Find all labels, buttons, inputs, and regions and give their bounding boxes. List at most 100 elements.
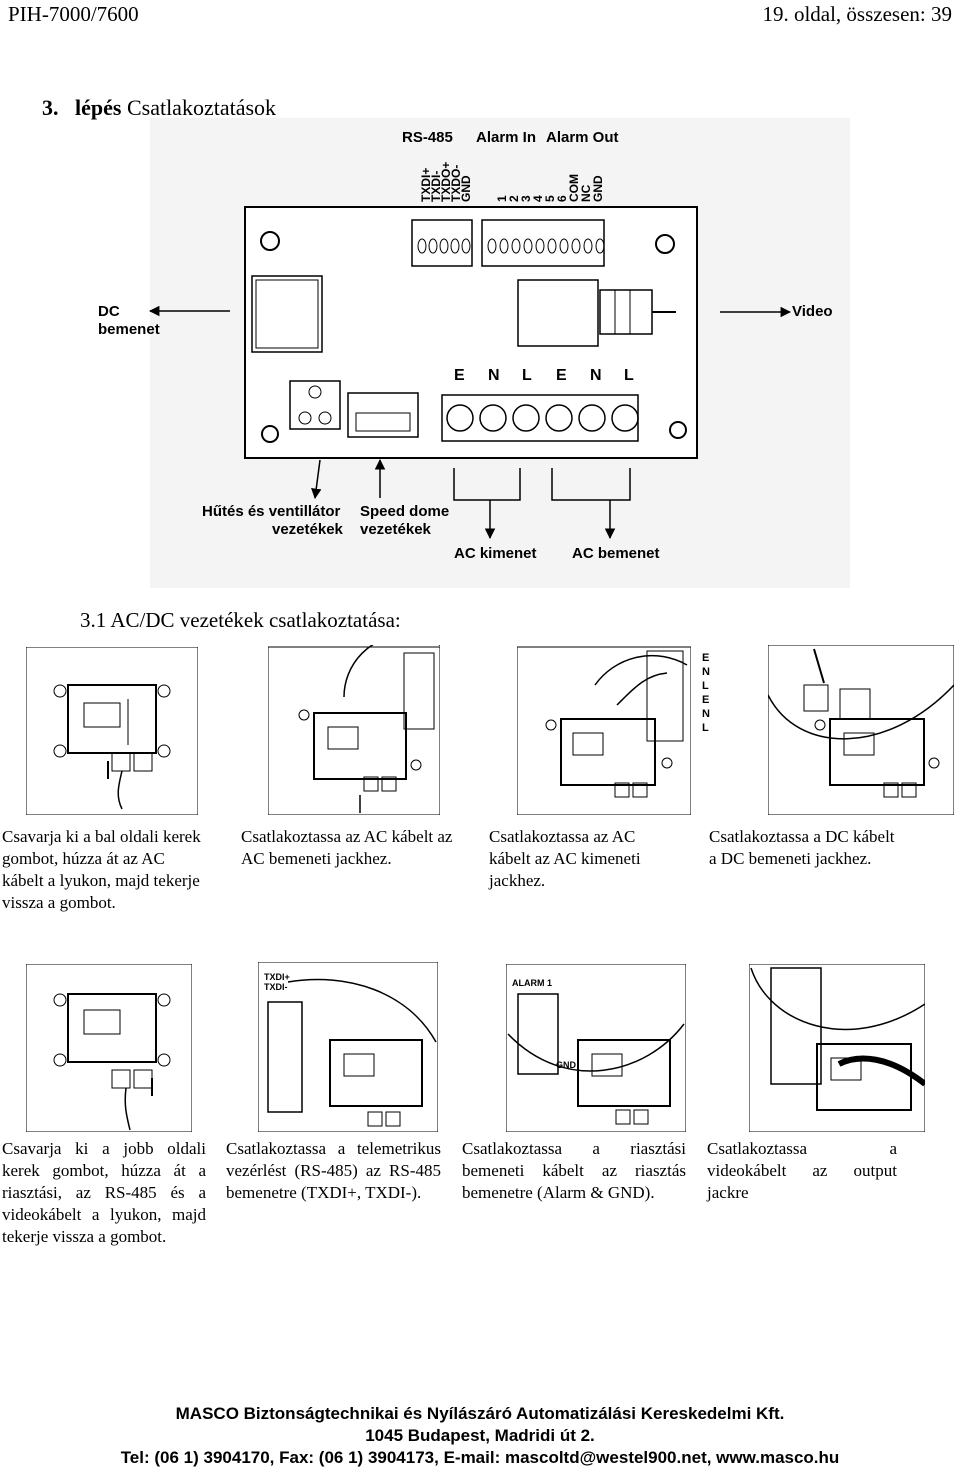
caption-1-4: Csatlakoztassa a DC kábelt a DC bemeneti… bbox=[709, 827, 895, 868]
power-terminal-letter: N bbox=[488, 367, 500, 384]
fan-connector bbox=[289, 380, 341, 430]
power-terminal-letter: L bbox=[522, 367, 532, 384]
mount-hole-icon bbox=[669, 421, 687, 439]
pin-label: TXDI+ bbox=[419, 168, 433, 202]
footer-contact: Tel: (06 1) 3904170, Fax: (06 1) 3904173… bbox=[120, 1448, 840, 1467]
pin-label: GND bbox=[591, 175, 605, 202]
pin-label: TXDI- bbox=[429, 171, 443, 202]
mount-hole-icon bbox=[260, 231, 280, 251]
terminal-letter: N bbox=[702, 708, 710, 720]
step-title-rest: Csatlakoztatások bbox=[126, 95, 277, 120]
terminal-letter: L bbox=[702, 722, 709, 734]
photo-alarm: ALARM 1 GND bbox=[506, 964, 686, 1132]
terminal-screw-icon bbox=[559, 238, 569, 254]
dome-connector bbox=[347, 392, 419, 438]
step-title-bold: lépés bbox=[75, 95, 122, 120]
photo-dc-input bbox=[768, 645, 954, 815]
power-terminal-screw-icon bbox=[479, 404, 507, 432]
document-id: PIH-7000/7600 bbox=[8, 2, 139, 26]
mount-hole-icon bbox=[655, 234, 675, 254]
terminal-screw-icon bbox=[417, 238, 427, 254]
photo-ac-output bbox=[517, 646, 691, 815]
pin-label: TXDO- bbox=[449, 165, 463, 202]
board-wiring-diagram: RS-485 Alarm In Alarm Out GNDTXDO-TXDO+T… bbox=[98, 118, 850, 588]
terminal-screw-icon bbox=[535, 238, 545, 254]
fan-label-2: vezetékek bbox=[272, 521, 344, 538]
video-connector-body bbox=[517, 279, 599, 347]
terminal-screw-icon bbox=[595, 238, 605, 254]
terminal-screw-icon bbox=[523, 238, 533, 254]
power-terminal-screw-icon bbox=[446, 404, 474, 432]
gnd-label: GND bbox=[556, 1060, 577, 1070]
dc-input-jack bbox=[251, 275, 323, 353]
terminal-screw-icon bbox=[461, 238, 471, 254]
terminal-screw-icon bbox=[428, 238, 438, 254]
photo-rs485: TXDI+ TXDI- bbox=[258, 962, 438, 1132]
caption-2-3: Csatlakoztassa a riasztási bemeneti kábe… bbox=[462, 1139, 686, 1202]
dome-label-2: vezetékek bbox=[360, 521, 432, 538]
pin-label: 5 bbox=[543, 195, 557, 202]
terminal-letter: L bbox=[702, 680, 709, 692]
terminal-screw-icon bbox=[499, 238, 509, 254]
terminal-screw-icon bbox=[571, 238, 581, 254]
caption-2-2: Csatlakoztassa a telemetrikus vezérlést … bbox=[226, 1139, 441, 1202]
terminal-letter: N bbox=[702, 666, 710, 678]
step-heading: 3. lépés Csatlakoztatások bbox=[42, 95, 276, 121]
section-title: 3.1 AC/DC vezetékek csatlakoztatása: bbox=[80, 608, 401, 632]
rs485-label: RS-485 bbox=[402, 129, 453, 146]
caption-2-4: Csatlakoztassa a videokábelt az output j… bbox=[707, 1139, 897, 1202]
step-number: 3. bbox=[42, 95, 59, 120]
terminal-screw-icon bbox=[487, 238, 497, 254]
power-terminal-screw-icon bbox=[611, 404, 639, 432]
terminal-letter: E bbox=[702, 694, 709, 706]
alarm-1-label: ALARM 1 bbox=[512, 978, 552, 988]
ac-in-label: AC bemenet bbox=[572, 545, 660, 562]
photo-unscrew-left-knob bbox=[26, 647, 198, 815]
terminal-screw-icon bbox=[511, 238, 521, 254]
pin-label: 2 bbox=[507, 195, 521, 202]
dome-label: Speed dome bbox=[360, 503, 449, 520]
alarm-in-label: Alarm In bbox=[476, 129, 536, 146]
pin-label: GND bbox=[459, 175, 473, 202]
photo-unscrew-right-knob bbox=[26, 964, 192, 1132]
pin-label: TXDO+ bbox=[439, 162, 453, 202]
video-label: Video bbox=[792, 303, 833, 320]
txdi-minus-label: TXDI- bbox=[264, 982, 288, 992]
page-info: 19. oldal, összesen: 39 bbox=[762, 2, 952, 26]
photo-video-output bbox=[749, 964, 925, 1132]
mount-hole-icon bbox=[261, 425, 279, 443]
pin-label: 6 bbox=[555, 195, 569, 202]
power-terminal-letter: E bbox=[454, 367, 465, 384]
fan-arrow-icon bbox=[311, 459, 322, 500]
terminal-screw-icon bbox=[583, 238, 593, 254]
footer-company: MASCO Biztonságtechnikai és Nyílászáró A… bbox=[175, 1404, 785, 1423]
terminal-screw-icon bbox=[450, 238, 460, 254]
alarm-out-label: Alarm Out bbox=[546, 129, 619, 146]
power-terminal-screw-icon bbox=[512, 404, 540, 432]
caption-1-1: Csavarja ki a bal oldali kerek gombot, h… bbox=[2, 827, 201, 912]
terminal-screw-icon bbox=[439, 238, 449, 254]
fan-label: Hűtés és ventillátor bbox=[202, 503, 341, 520]
power-terminal-screw-icon bbox=[545, 404, 573, 432]
pin-label: 1 bbox=[495, 195, 509, 202]
power-terminal-screw-icon bbox=[578, 404, 606, 432]
pin-label: 3 bbox=[519, 195, 533, 202]
power-terminal-letter: L bbox=[624, 367, 634, 384]
ac-out-label: AC kimenet bbox=[454, 545, 537, 562]
dc-label: DC bbox=[98, 303, 120, 320]
pin-label: NC bbox=[579, 184, 593, 202]
caption-2-1: Csavarja ki a jobb oldali kerek gombot, … bbox=[2, 1139, 206, 1246]
pin-label: COM bbox=[567, 174, 581, 202]
terminal-letter: E bbox=[702, 652, 709, 664]
terminal-screw-icon bbox=[547, 238, 557, 254]
board-outline bbox=[244, 206, 698, 459]
power-terminal-letter: E bbox=[556, 367, 567, 384]
rs485-terminal-block bbox=[411, 219, 473, 267]
power-terminal-letter: N bbox=[590, 367, 602, 384]
txdi-plus-label: TXDI+ bbox=[264, 972, 290, 982]
caption-1-3: Csatlakoztassa az AC kábelt az AC kimene… bbox=[489, 827, 641, 890]
photo-ac-input: ENL bbox=[268, 645, 440, 815]
